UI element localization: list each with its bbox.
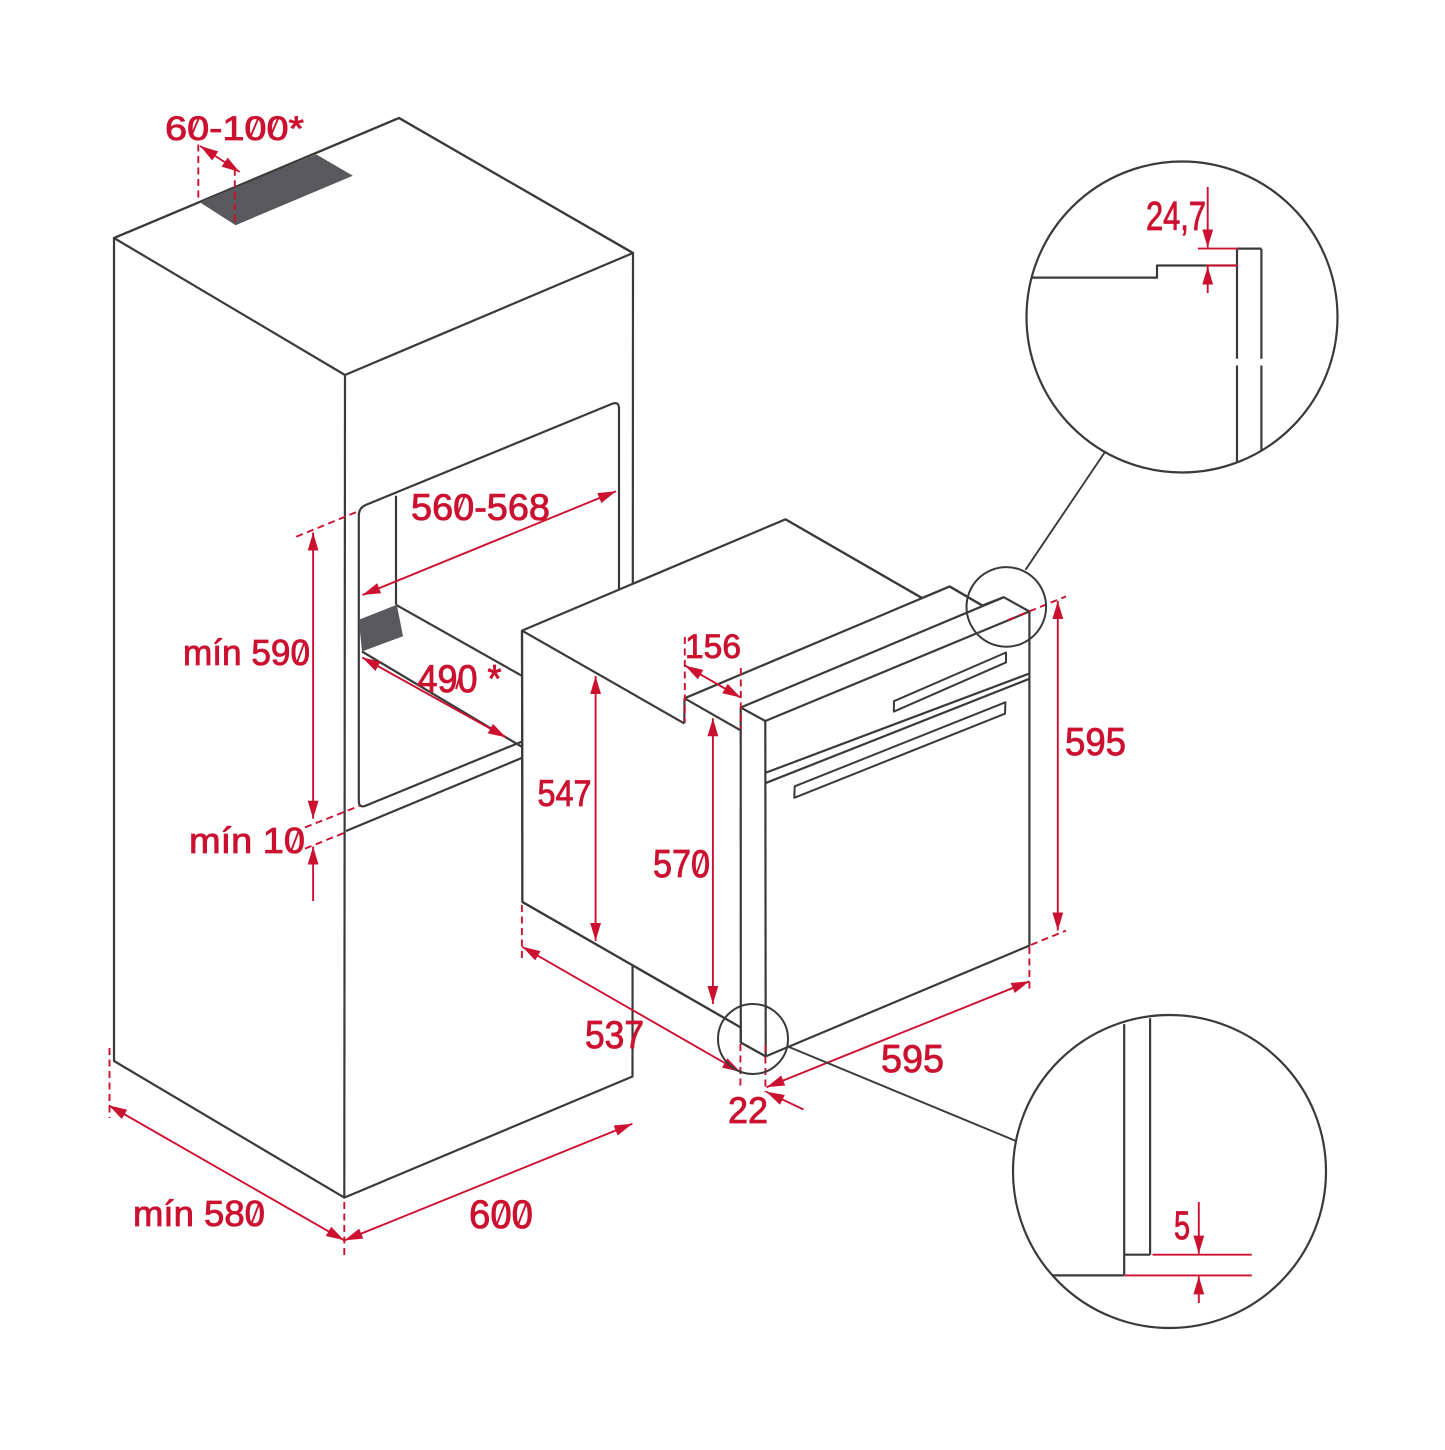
svg-text:537: 537 — [585, 1014, 644, 1057]
svg-text:156: 156 — [685, 628, 741, 666]
svg-text:595: 595 — [881, 1038, 944, 1081]
svg-text:mín 10: mín 10 — [189, 820, 305, 861]
svg-text:24,7: 24,7 — [1146, 193, 1206, 239]
svg-text:570: 570 — [653, 843, 710, 886]
svg-text:547: 547 — [538, 773, 592, 814]
svg-text:mín 590: mín 590 — [183, 632, 310, 673]
svg-text:mín 580: mín 580 — [133, 1193, 265, 1234]
svg-text:595: 595 — [1065, 721, 1126, 764]
svg-text:22: 22 — [728, 1090, 768, 1131]
svg-text:560-568: 560-568 — [411, 487, 550, 528]
svg-text:60-100*: 60-100* — [165, 110, 304, 148]
svg-text:5: 5 — [1174, 1204, 1190, 1248]
